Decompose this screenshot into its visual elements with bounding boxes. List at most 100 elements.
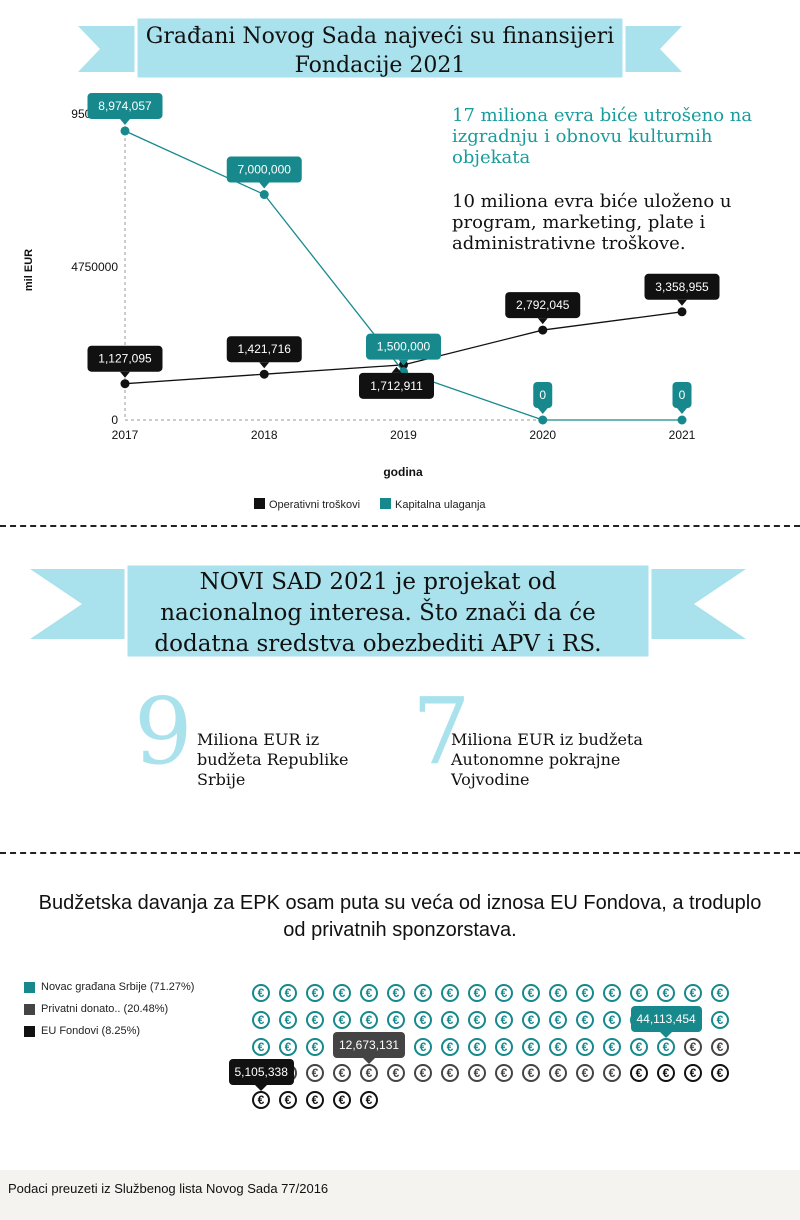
stat-number-serbia: 9 (134, 678, 193, 785)
source-note: Podaci preuzeti iz Službenog lista Novog… (8, 1181, 329, 1196)
euro-icon: € (468, 1037, 486, 1056)
euro-icon: € (684, 1064, 702, 1083)
value-callout: 44,113,454 (630, 1005, 702, 1038)
interest-ribbon (30, 563, 746, 660)
euro-icon: € (603, 1037, 621, 1056)
data-label: 2,792,045 (505, 292, 581, 325)
euro-icon: € (441, 1037, 459, 1056)
data-label: 8,974,057 (87, 92, 163, 125)
svg-text:8,974,057: 8,974,057 (98, 99, 152, 113)
euro-icon: € (495, 984, 513, 1002)
data-point (677, 307, 687, 317)
euro-icon: € (279, 1010, 297, 1029)
data-point (677, 415, 687, 425)
euro-icon: € (306, 984, 324, 1002)
euro-icon: € (711, 1010, 729, 1029)
footer: Podaci preuzeti iz Službenog lista Novog… (0, 1170, 800, 1220)
data-point (538, 325, 548, 335)
euro-icon: € (630, 1037, 648, 1056)
euro-icon: € (414, 1064, 432, 1083)
euro-icon: € (279, 984, 297, 1002)
euro-icon: € (711, 984, 729, 1002)
euro-icon: € (306, 1010, 324, 1029)
euro-icon: € (387, 1010, 405, 1029)
euro-icon: € (441, 984, 459, 1002)
svg-text:3,358,955: 3,358,955 (655, 280, 709, 294)
euro-icon: € (657, 1064, 675, 1083)
data-label: 0 (672, 382, 692, 414)
euro-icon: € (468, 1064, 486, 1083)
euro-icon: € (522, 1010, 540, 1029)
svg-text:1,712,911: 1,712,911 (370, 379, 423, 393)
euro-icon: € (684, 1037, 702, 1056)
legend-label: Novac građana Srbije (71.27%) (41, 981, 195, 993)
euro-icon: € (333, 984, 351, 1002)
euro-icon: € (495, 1064, 513, 1083)
data-label: 3,358,955 (644, 273, 720, 306)
euro-icon: € (549, 1037, 567, 1056)
data-point (259, 190, 269, 200)
euro-icon: € (279, 1091, 297, 1110)
stat-caption-serbia: Miliona EUR iz budžeta Republike Srbije (197, 730, 349, 789)
euro-icon: € (576, 1037, 594, 1056)
x-axis-title: godina (383, 465, 423, 479)
legend-label: Operativni troškovi (269, 499, 360, 511)
data-label: 1,500,000 (366, 333, 441, 366)
value-callout: 12,673,131 (333, 1032, 406, 1065)
svg-text:0: 0 (539, 388, 546, 402)
data-label: 1,712,911 (359, 366, 434, 399)
page-title: Građani Novog Sada najveći su finansijer… (145, 24, 615, 78)
svg-text:7,000,000: 7,000,000 (238, 163, 292, 177)
legend-label: Kapitalna ulaganja (395, 499, 486, 511)
section-divider (0, 852, 800, 854)
x-tick-label: 2017 (112, 428, 139, 442)
data-label: 0 (533, 382, 553, 414)
euro-icon: € (495, 1037, 513, 1056)
euro-icon: € (360, 1091, 378, 1110)
euro-icon: € (576, 1064, 594, 1083)
x-tick-label: 2019 (390, 428, 417, 442)
euro-icon: € (387, 984, 405, 1002)
euro-icon: € (333, 1064, 351, 1083)
euro-icon: € (333, 1091, 351, 1110)
data-label: 1,421,716 (226, 336, 302, 369)
data-label: 7,000,000 (226, 156, 302, 189)
capital-note: 17 miliona evra biće utrošeno na izgradn… (452, 105, 753, 168)
euro-icon: € (603, 1064, 621, 1083)
euro-icon: € (657, 1037, 675, 1056)
euro-icon: € (414, 1010, 432, 1029)
legend-label: Privatni donato.. (20.48%) (41, 1003, 169, 1015)
euro-icon: € (414, 1037, 432, 1056)
value-callout: 5,105,338 (228, 1059, 294, 1092)
section-divider (0, 525, 800, 527)
y-axis-title: mil EUR (23, 249, 35, 291)
euro-icon: € (306, 1091, 324, 1110)
legend-item-private: Privatni donato.. (20.48%) (24, 1003, 168, 1015)
euro-icon: € (252, 984, 270, 1002)
svg-text:2,792,045: 2,792,045 (516, 298, 570, 312)
operating-note: 10 miliona evra biće uloženo u program, … (452, 191, 732, 254)
data-point (259, 369, 269, 379)
euro-icon: € (306, 1037, 324, 1056)
euro-icon: € (657, 984, 675, 1002)
data-point (538, 415, 548, 425)
euro-icon: € (333, 1010, 351, 1029)
data-point (120, 126, 130, 136)
x-tick-label: 2018 (251, 428, 278, 442)
legend-item-eu: EU Fondovi (8.25%) (24, 1025, 140, 1037)
legend-item-citizens: Novac građana Srbije (71.27%) (24, 981, 194, 993)
stat-caption-vojvodina: Miliona EUR iz budžeta Autonomne pokrajn… (451, 730, 643, 789)
euro-icon: € (711, 1064, 729, 1083)
y-tick-label: 4750000 (71, 260, 118, 274)
euro-icon: € (468, 1010, 486, 1029)
euro-icon: € (576, 984, 594, 1002)
y-tick-label: 0 (111, 413, 118, 427)
legend-label: EU Fondovi (8.25%) (41, 1025, 141, 1037)
euro-icon: € (495, 1010, 513, 1029)
title-ribbon (78, 15, 682, 81)
svg-text:0: 0 (679, 388, 686, 402)
euro-icon: € (630, 984, 648, 1002)
euro-icon: € (360, 984, 378, 1002)
euro-icon: € (603, 1010, 621, 1029)
euro-icon: € (441, 1064, 459, 1083)
